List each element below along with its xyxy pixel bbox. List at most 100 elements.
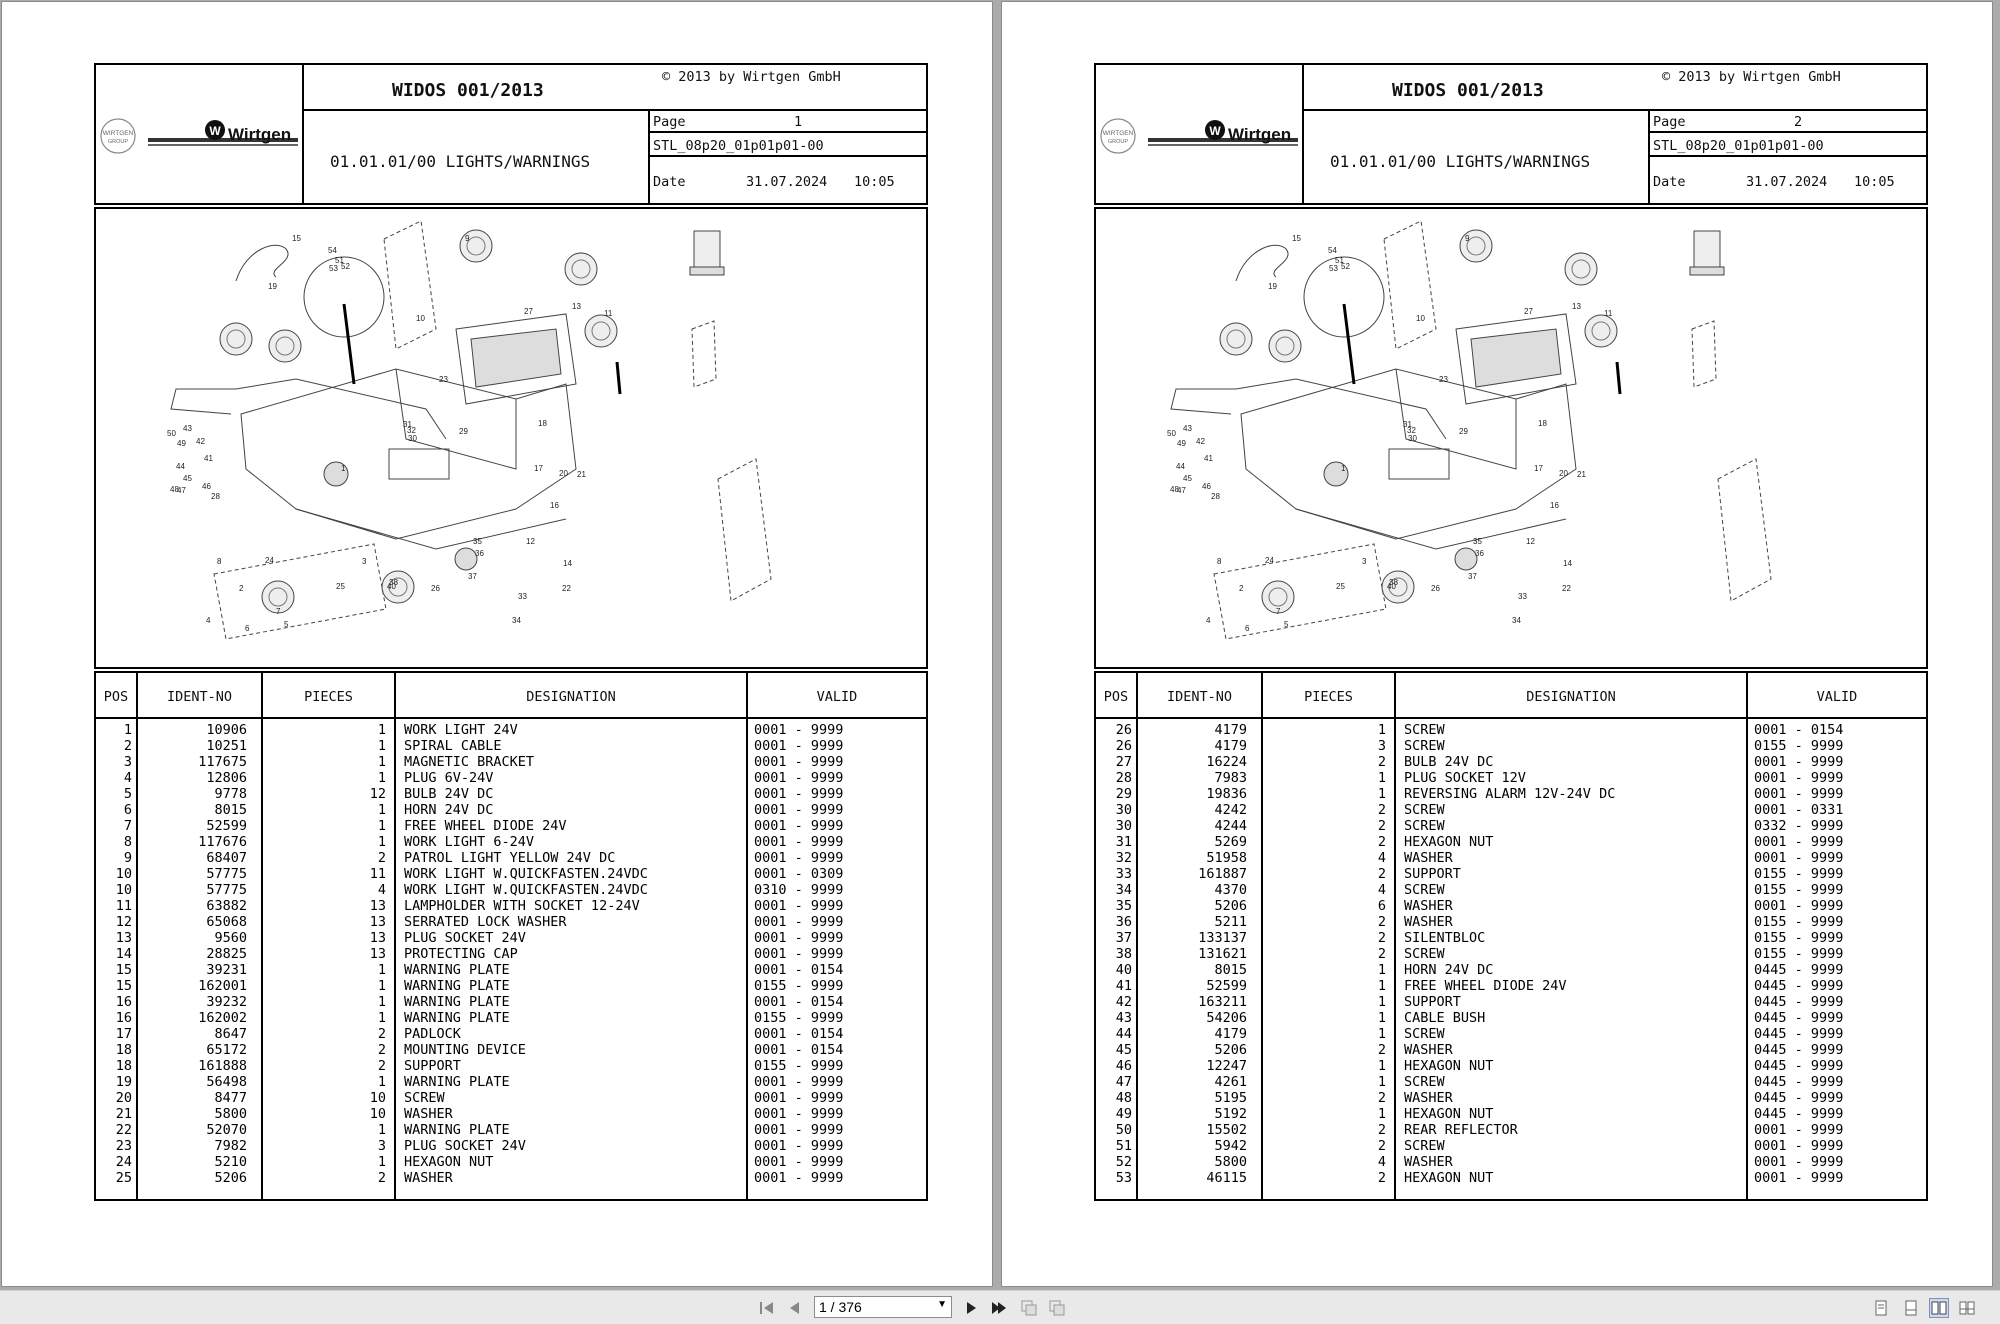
cell-pieces: 13 (369, 898, 386, 914)
cell-valid: 0001 - 9999 (1754, 834, 1844, 850)
doc-title: WIDOS 001/2013 (392, 80, 544, 101)
two-page-continuous-view-button[interactable] (1958, 1299, 1976, 1317)
cell-valid: 0445 - 9999 (1754, 962, 1844, 978)
cell-pos: 22 (115, 1122, 132, 1138)
callout-label: 29 (1459, 427, 1468, 436)
single-page-view-button[interactable] (1872, 1299, 1890, 1317)
cell-ident: 161887 (1198, 866, 1247, 882)
parts-table (94, 671, 928, 1201)
section-title: 01.01.01/00 LIGHTS/WARNINGS (1330, 152, 1591, 171)
cell-designation: WARNING PLATE (404, 994, 510, 1010)
cell-pos: 26 (1115, 738, 1132, 754)
callout-label: 13 (1572, 302, 1581, 311)
cell-designation: HEXAGON NUT (1404, 1106, 1494, 1122)
cell-pieces: 6 (1377, 898, 1386, 914)
callout-label: 10 (1416, 314, 1425, 323)
cell-valid: 0001 - 9999 (754, 946, 844, 962)
callout-label: 5 (1284, 620, 1289, 629)
callout-label: 44 (1176, 462, 1185, 471)
cell-ident: 39231 (206, 962, 247, 978)
callout-label: 29 (459, 427, 468, 436)
cell-valid: 0001 - 9999 (1754, 1122, 1844, 1138)
callout-label: 46 (202, 482, 211, 491)
cell-valid: 0445 - 9999 (1754, 1106, 1844, 1122)
cell-designation: WORK LIGHT 6-24V (404, 834, 535, 850)
cell-designation: SUPPORT (1404, 866, 1461, 882)
cell-pieces: 1 (1377, 722, 1386, 738)
callout-label: 41 (204, 454, 213, 463)
skip-forward-icon (992, 1302, 1006, 1314)
page-number-input[interactable]: 1 / 376 ▼ (814, 1296, 952, 1318)
callout-label: 20 (559, 469, 568, 478)
cell-designation: PLUG SOCKET 12V (1404, 770, 1526, 786)
cell-pos: 48 (1115, 1090, 1132, 1106)
last-page-button[interactable] (990, 1299, 1008, 1317)
two-page-icon (1931, 1301, 1947, 1315)
cell-ident: 19836 (1206, 786, 1247, 802)
arrow-right-icon (967, 1302, 976, 1314)
two-page-view-button[interactable] (1929, 1298, 1949, 1318)
header-pieces: PIECES (304, 689, 353, 705)
callout-label: 23 (439, 375, 448, 384)
cell-designation: WASHER (1404, 850, 1453, 866)
callout-label: 3 (1362, 557, 1367, 566)
cell-valid: 0001 - 9999 (754, 850, 844, 866)
previous-page-button[interactable] (786, 1299, 804, 1317)
cell-ident: 8015 (214, 802, 247, 818)
cell-pieces: 1 (1377, 962, 1386, 978)
section-title: 01.01.01/00 LIGHTS/WARNINGS (330, 152, 591, 171)
cell-designation: WASHER (1404, 1090, 1453, 1106)
continuous-view-button[interactable] (1902, 1299, 1920, 1317)
parts-table (1094, 671, 1928, 1201)
cell-designation: SUPPORT (404, 1058, 461, 1074)
cell-designation: HORN 24V DC (404, 802, 494, 818)
cell-pieces: 2 (1377, 946, 1386, 962)
header-valid: VALID (816, 689, 858, 705)
cell-designation: MOUNTING DEVICE (404, 1042, 526, 1058)
cell-ident: 10251 (206, 738, 247, 754)
title-block (94, 63, 928, 205)
cell-pos: 37 (1115, 930, 1132, 946)
callout-label: 21 (1577, 470, 1586, 479)
cell-valid: 0001 - 9999 (754, 1122, 844, 1138)
cell-pos: 15 (115, 978, 132, 994)
cell-valid: 0001 - 9999 (754, 738, 844, 754)
copy-to-clipboard-button[interactable] (1048, 1299, 1066, 1317)
callout-label: 5 (284, 620, 289, 629)
cell-pieces: 2 (1377, 930, 1386, 946)
cell-pos: 3 (123, 754, 132, 770)
logo-wordmark: Wirtgen (1228, 125, 1291, 144)
document-viewer[interactable]: WIRTGEN GROUP W Wirtgen WIDOS 001/2013 ©… (0, 0, 2000, 1290)
next-page-button[interactable] (962, 1299, 980, 1317)
date-label: Date (1653, 174, 1686, 190)
cell-valid: 0001 - 9999 (754, 722, 844, 738)
cell-designation: HORN 24V DC (1404, 962, 1494, 978)
chevron-down-icon[interactable]: ▼ (937, 1299, 947, 1310)
page-label: Page (653, 114, 686, 130)
callout-label: 7 (1276, 607, 1281, 616)
cell-pieces: 1 (377, 834, 386, 850)
callout-label: 54 (1328, 246, 1337, 255)
wirtgen-group-logo: WIRTGEN GROUP (1098, 118, 1138, 154)
cell-designation: WASHER (1404, 914, 1453, 930)
callout-label: 25 (336, 582, 345, 591)
document-page-2: WIRTGEN GROUP W Wirtgen WIDOS 001/2013 ©… (1002, 2, 1992, 1286)
first-page-button[interactable] (758, 1299, 776, 1317)
callout-label: 2 (239, 584, 244, 593)
cell-ident: 8477 (214, 1090, 247, 1106)
cell-valid: 0332 - 9999 (1754, 818, 1844, 834)
cell-ident: 162002 (198, 1010, 247, 1026)
callout-label: 50 (167, 429, 176, 438)
callout-label: 47 (177, 486, 186, 495)
copy-page-button[interactable] (1020, 1299, 1038, 1317)
